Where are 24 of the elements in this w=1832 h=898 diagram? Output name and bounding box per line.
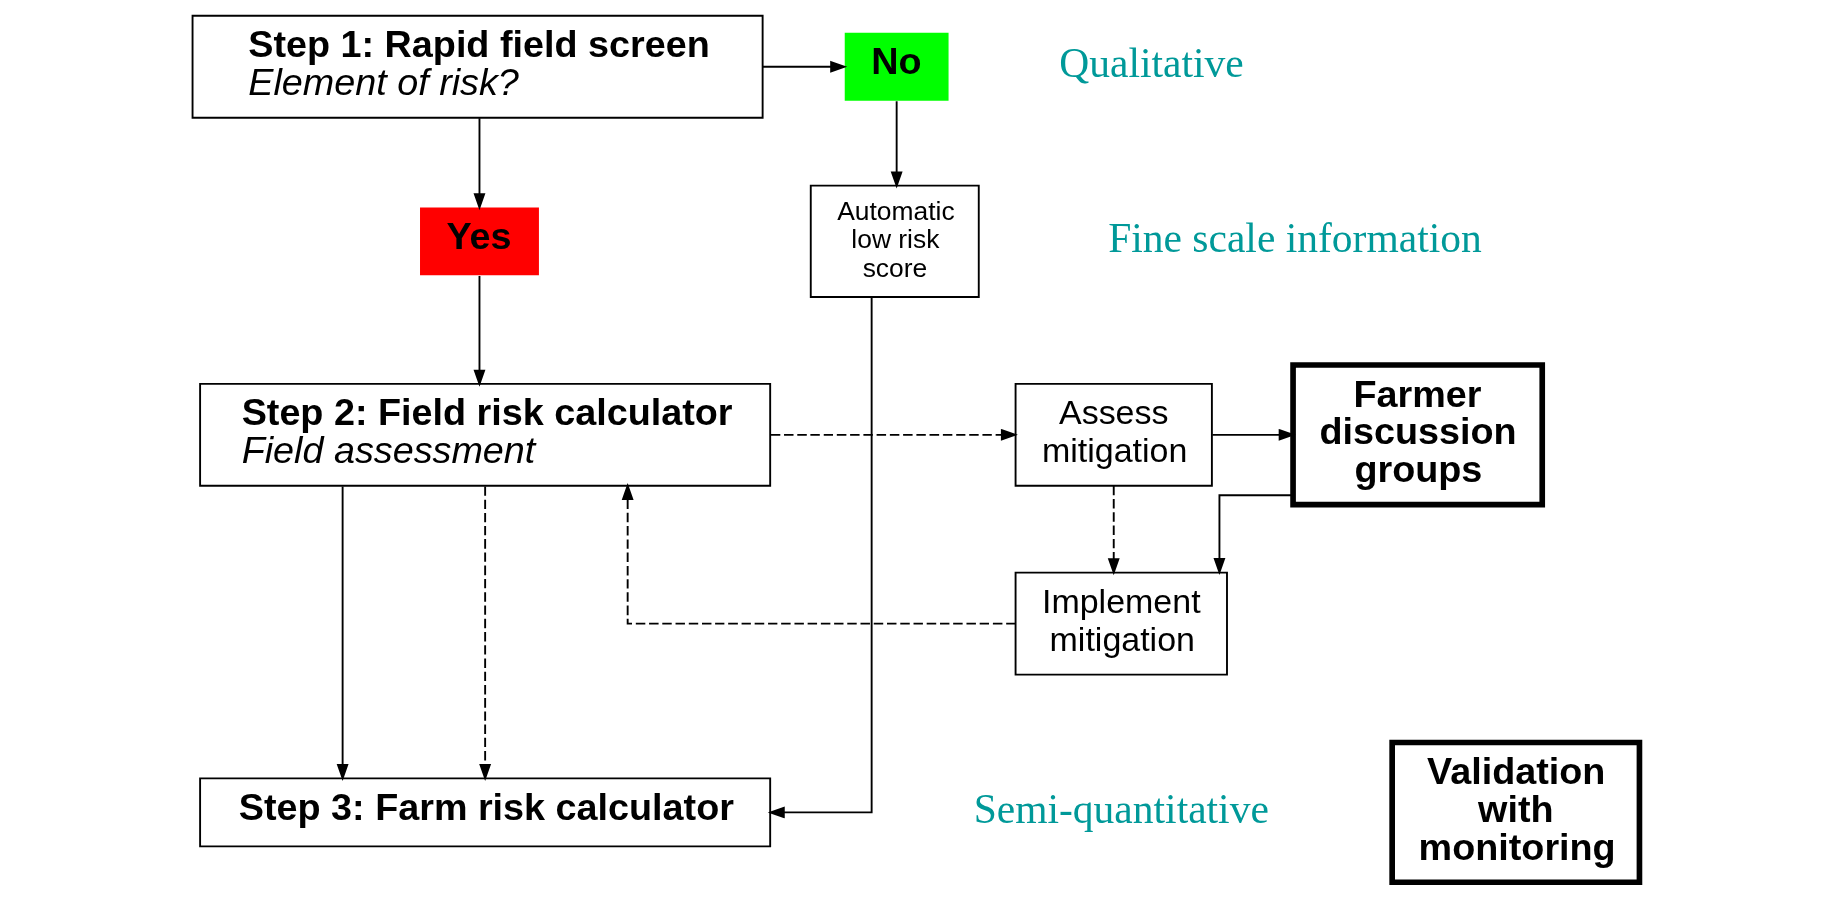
label: Qualitative bbox=[1059, 40, 1244, 87]
node-box: Implement mitigation bbox=[1014, 571, 1228, 676]
arrow bbox=[761, 60, 848, 73]
arrow bbox=[890, 100, 903, 189]
node-box: Validation with monitoring bbox=[1389, 739, 1643, 886]
node-box: Step 2: Field risk calculator Field assessment bbox=[199, 382, 772, 487]
node-box: Yes bbox=[420, 207, 539, 276]
node-box: No bbox=[844, 32, 949, 101]
label: Fine scale information bbox=[1108, 214, 1482, 261]
arrow bbox=[1107, 484, 1120, 576]
arrow bbox=[473, 117, 486, 211]
arrow bbox=[770, 428, 1018, 441]
node-box: Step 3: Farm risk calculator bbox=[199, 777, 772, 848]
label: Semi-quantitative bbox=[973, 785, 1269, 832]
arrow bbox=[767, 296, 873, 819]
arrow bbox=[479, 485, 492, 781]
node-box: Assess mitigation bbox=[1014, 382, 1213, 487]
arrow bbox=[336, 485, 349, 781]
arrow bbox=[473, 275, 486, 387]
arrow bbox=[621, 483, 1017, 625]
arrow bbox=[1213, 494, 1294, 575]
node-box: Farmer discussion groups bbox=[1290, 362, 1546, 508]
node-box: Automatic low risk score bbox=[809, 184, 980, 298]
node-box: Step 1: Rapid field screen Element of risk? bbox=[191, 14, 764, 119]
